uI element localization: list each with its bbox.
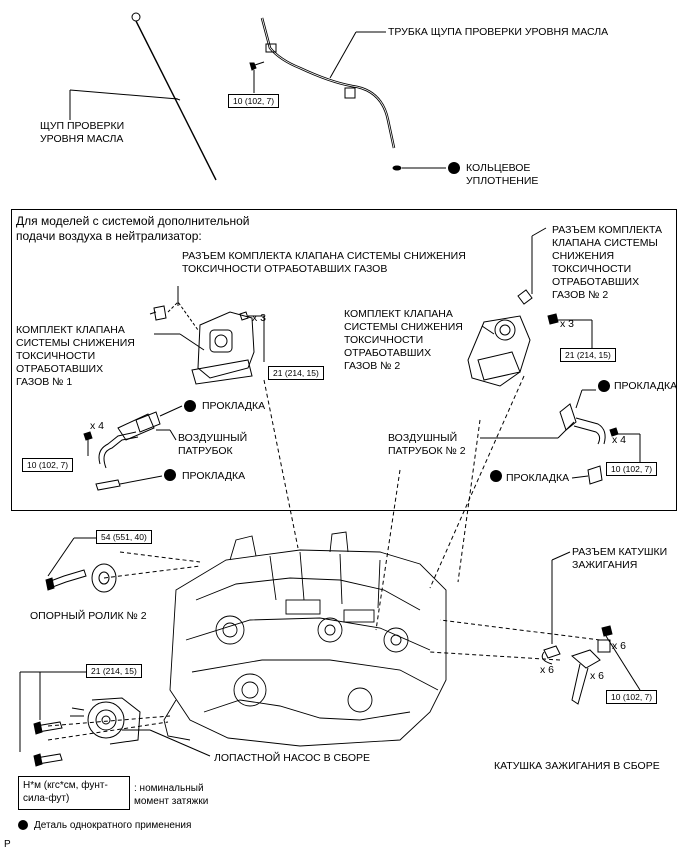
dipstick-label: ЩУП ПРОВЕРКИ УРОВНЯ МАСЛА <box>40 120 125 145</box>
engine-drawing <box>163 531 447 747</box>
air-pipe-1-label: ВОЗДУШНЫЙ ПАТРУБОК <box>178 432 248 457</box>
valve-connector-2-label: РАЗЪЕМ КОМПЛЕКТА КЛАПАНА СИСТЕМЫ СНИЖЕНИ… <box>552 224 663 301</box>
air-pipe-1-drawing <box>95 411 161 491</box>
idler-pulley-drawing <box>45 563 117 593</box>
asv-valve-2-drawing <box>467 289 559 387</box>
non-reusable-gasket-2-icon <box>164 469 176 481</box>
valve-2-qty: x 3 <box>560 318 575 330</box>
torque-vane-pump: 21 (214, 15) <box>86 664 142 678</box>
assembly-leader-lines <box>47 375 601 741</box>
o-ring-label: КОЛЬЦЕВОЕ УПЛОТНЕНИЕ <box>466 162 539 187</box>
air-pipe-2-drawing <box>559 403 619 485</box>
gasket-2-label: ПРОКЛАДКА <box>182 470 246 482</box>
ignition-coil-drawing <box>541 625 613 705</box>
valve-assembly-1-label: КОМПЛЕКТ КЛАПАНА СИСТЕМЫ СНИЖЕНИЯ ТОКСИЧ… <box>16 324 135 388</box>
legend-non-reusable-icon <box>18 820 28 830</box>
torque-ignition-coil: 10 (102, 7) <box>606 690 658 704</box>
gasket-3-label: ПРОКЛАДКА <box>614 380 678 392</box>
air-pipe-2-label: ВОЗДУШНЫЙ ПАТРУБОК № 2 <box>388 432 466 457</box>
valve-1-qty: x 3 <box>252 312 267 324</box>
non-reusable-gasket-1-icon <box>184 400 196 412</box>
torque-idler: 54 (551, 40) <box>96 530 152 544</box>
idler-label: ОПОРНЫЙ РОЛИК № 2 <box>30 610 147 622</box>
non-reusable-gasket-3-icon <box>598 380 610 392</box>
coil-bolts-qty: x 6 <box>612 640 627 652</box>
vane-pump-drawing <box>33 697 141 767</box>
valve-connector-1-label: РАЗЪЕМ КОМПЛЕКТА КЛАПАНА СИСТЕМЫ СНИЖЕНИ… <box>182 250 466 275</box>
dipstick-tube-drawing <box>249 17 396 149</box>
vane-pump-label: ЛОПАСТНОЙ НАСОС В СБОРЕ <box>214 752 371 764</box>
legend-non-reusable-text: Деталь однократного применения <box>34 820 192 831</box>
asv-valve-1-drawing <box>149 305 255 385</box>
torque-air-pipe-2: 10 (102, 7) <box>606 462 658 476</box>
torque-air-pipe-1: 10 (102, 7) <box>22 458 74 472</box>
ignition-coil-label: КАТУШКА ЗАЖИГАНИЯ В СБОРЕ <box>494 760 660 772</box>
coil-connector-label: РАЗЪЕМ КАТУШКИ ЗАЖИГАНИЯ <box>572 546 668 571</box>
torque-valve-1: 21 (214, 15) <box>268 366 324 380</box>
legend-torque-text: : номинальный момент затяжки <box>134 783 209 807</box>
gasket-1-label: ПРОКЛАДКА <box>202 400 266 412</box>
non-reusable-gasket-4-icon <box>490 470 502 482</box>
air-pipe-2-qty: x 4 <box>612 434 627 446</box>
air-pipe-1-qty: x 4 <box>90 420 105 432</box>
legend-torque-box: Н*м (кгс*см, фунт- сила-фут) <box>18 776 130 810</box>
page-marker: P <box>4 839 11 850</box>
asv-section-title: Для моделей с системой дополнительной по… <box>16 214 250 243</box>
torque-dipstick-tube: 10 (102, 7) <box>228 94 280 108</box>
dipstick-tube-label: ТРУБКА ЩУПА ПРОВЕРКИ УРОВНЯ МАСЛА <box>388 26 609 38</box>
gasket-4-label: ПРОКЛАДКА <box>506 472 570 484</box>
non-reusable-o-ring-icon <box>448 162 460 174</box>
valve-assembly-2-label: КОМПЛЕКТ КЛАПАНА СИСТЕМЫ СНИЖЕНИЯ ТОКСИЧ… <box>344 308 463 372</box>
coils-qty: x 6 <box>590 670 605 682</box>
torque-valve-2: 21 (214, 15) <box>560 348 616 362</box>
coil-connectors-qty: x 6 <box>540 664 555 676</box>
asv-section-frame <box>11 209 677 511</box>
